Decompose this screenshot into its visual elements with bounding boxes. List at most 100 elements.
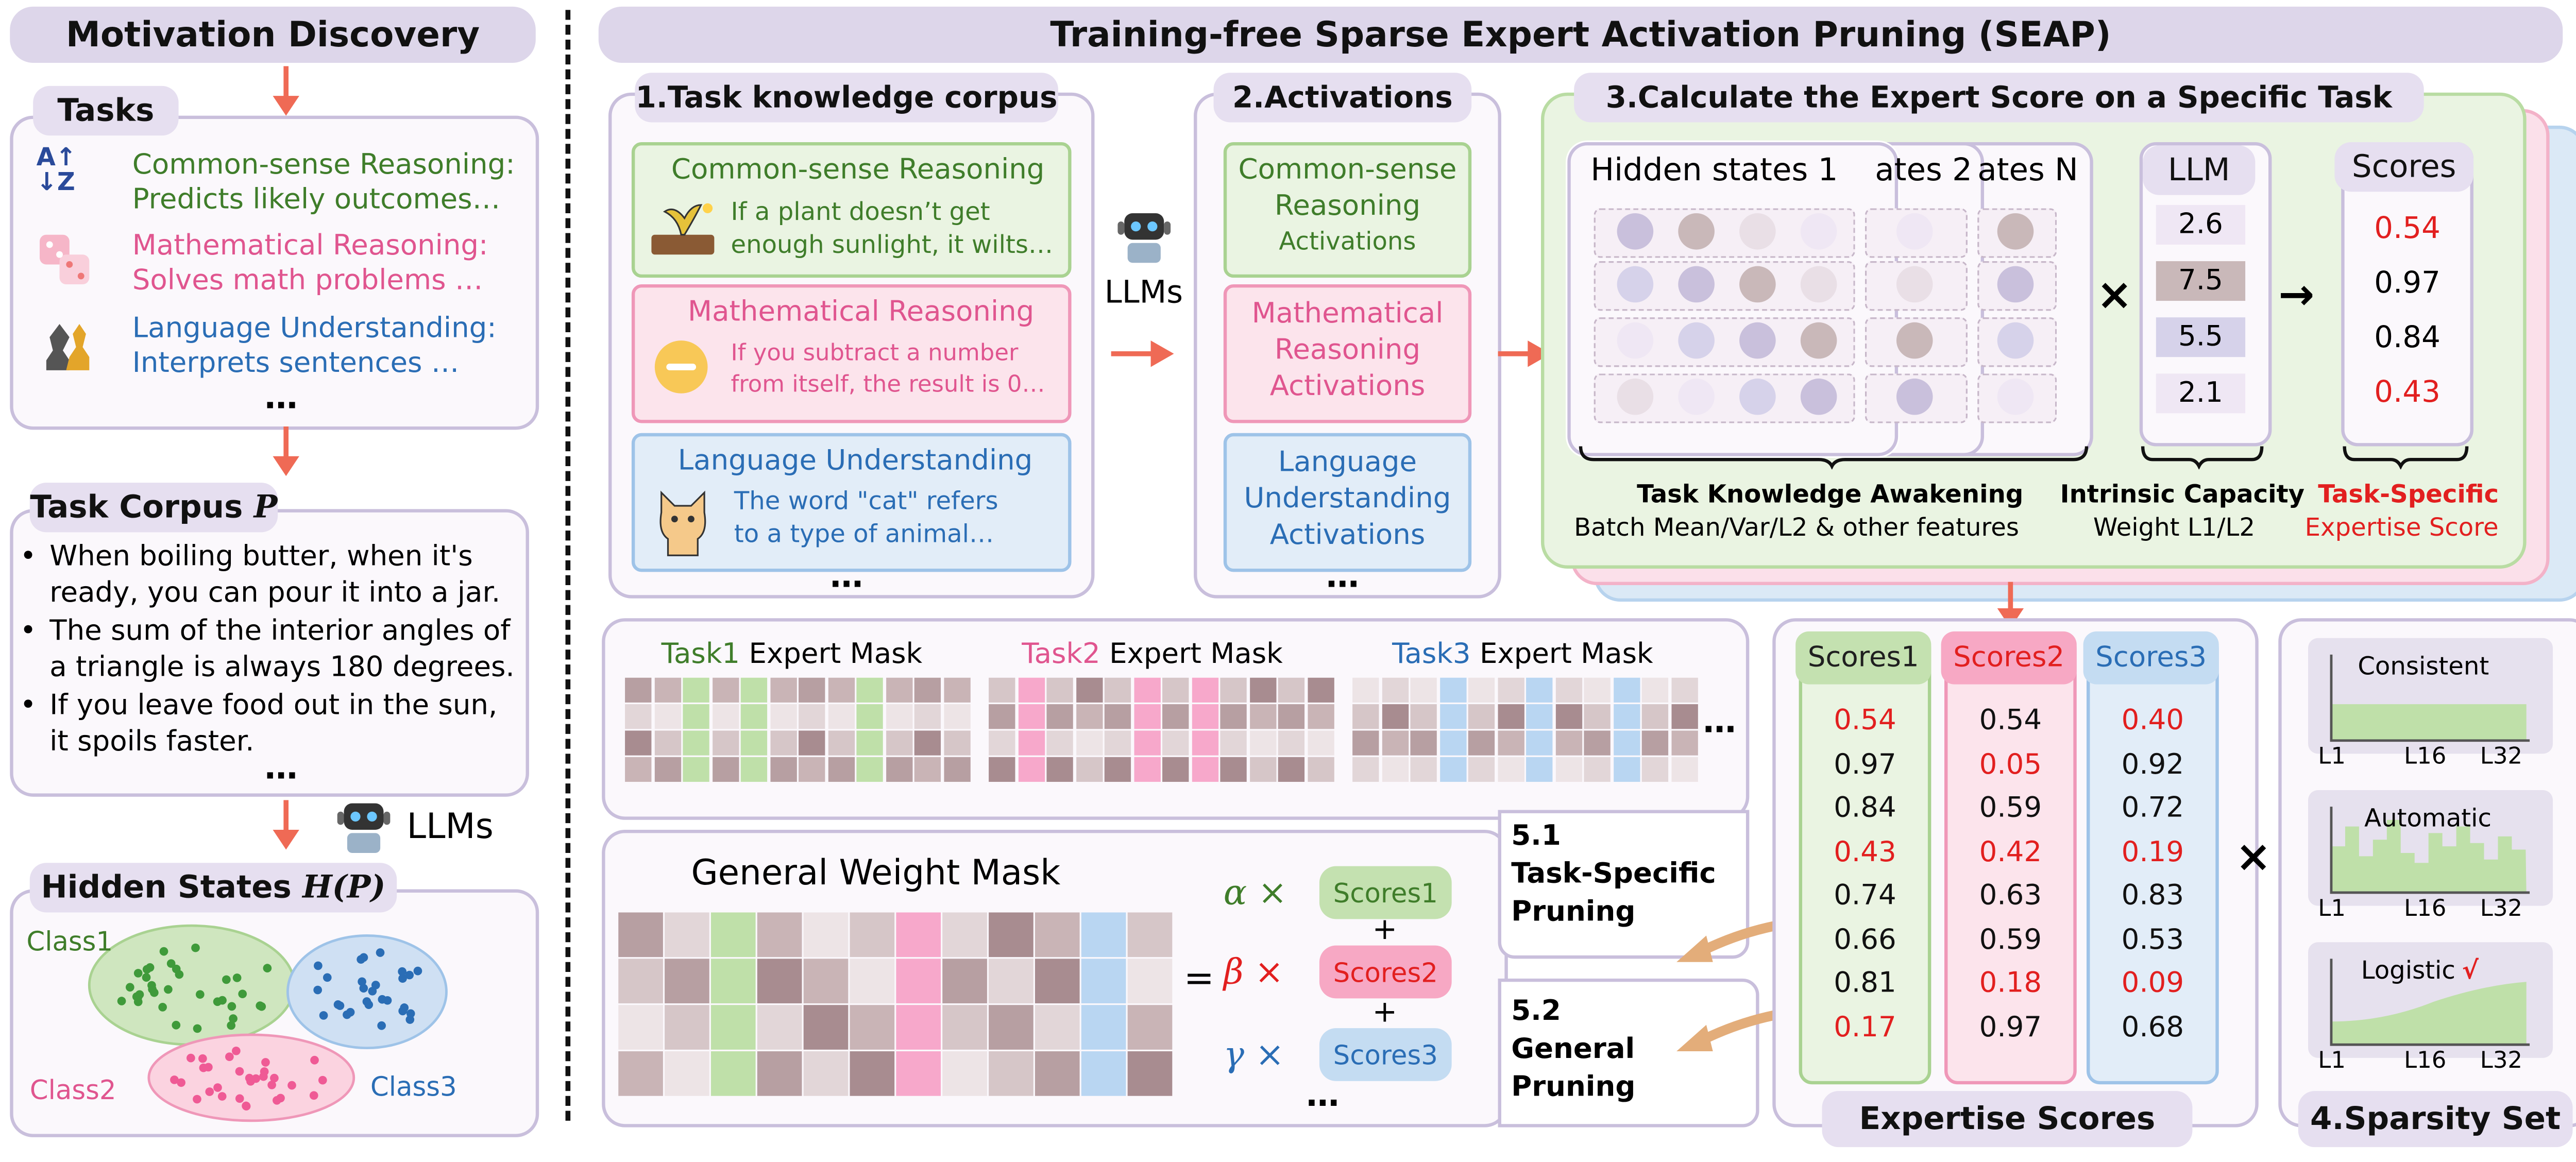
expertise-score-value: 0.83 <box>2121 879 2184 913</box>
cluster-dot <box>227 1002 236 1011</box>
general-mask-cell <box>989 912 1033 956</box>
mask-cell <box>1641 704 1669 728</box>
mask-cell <box>769 677 796 702</box>
cluster-dot <box>359 984 368 993</box>
step51-line2: Pruning <box>1511 896 1636 929</box>
scores2-pill: Scores2 <box>1319 945 1452 999</box>
general-mask-cell <box>896 1005 940 1049</box>
sparsity-tick-label: L1 <box>2318 896 2346 922</box>
mask-cell <box>943 704 970 728</box>
sparsity-tick-label: L1 <box>2318 744 2346 771</box>
corpus-bullet-3: • <box>20 689 37 723</box>
sparsity-tick-label: L1 <box>2318 1048 2346 1074</box>
expertise-score-value: 0.97 <box>1979 1011 2042 1044</box>
general-mask-cell <box>1127 959 1172 1003</box>
mask-cell <box>1220 757 1247 781</box>
mask-cell <box>885 757 912 781</box>
mask-cell <box>1670 704 1698 728</box>
mask-cell <box>1555 730 1582 755</box>
cluster-dot <box>398 974 407 983</box>
cluster-dot <box>172 1020 181 1030</box>
general-mask-cell <box>665 1051 709 1096</box>
llm-value-3-box <box>2156 317 2246 357</box>
mask-cell <box>1497 704 1524 728</box>
gamma-coeff: γ × <box>1223 1034 1284 1074</box>
mask-cell <box>856 730 883 755</box>
expertise-column-header: Scores2 <box>1941 631 2077 685</box>
cluster-dot <box>238 989 247 999</box>
mask-cell <box>799 677 825 702</box>
mask-cell <box>1584 730 1611 755</box>
mask-cell <box>1104 757 1131 781</box>
cluster-dot <box>170 1075 179 1084</box>
expertise-column-1 <box>1799 635 1931 1085</box>
mask-cell <box>1526 757 1553 781</box>
hidden-state-dot <box>1739 213 1776 250</box>
mask-cell <box>1352 730 1379 755</box>
mask-cell <box>1162 704 1189 728</box>
mask-cell <box>1075 677 1102 702</box>
hidden-state-dot <box>1896 322 1933 359</box>
mask-cell <box>1584 704 1611 728</box>
task1-label: Task1 <box>661 638 740 671</box>
general-mask-cell <box>710 959 755 1003</box>
step52-box <box>1498 978 1759 1127</box>
mask-cell <box>1641 730 1669 755</box>
sparsity-chart-label: Logistic√ <box>2361 955 2479 985</box>
mask-cell <box>1133 757 1160 781</box>
cluster-dot <box>235 1067 244 1076</box>
mask-cell <box>1307 677 1334 702</box>
llms-label-mid: LLMs <box>1104 274 1183 311</box>
cluster-dot <box>117 997 126 1005</box>
mask-cell <box>1410 677 1437 702</box>
general-mask-cell <box>1081 959 1125 1003</box>
knowledge-title: Task Knowledge Awakening <box>1637 479 2024 509</box>
mask-cell <box>1381 704 1408 728</box>
cluster-dot <box>259 1072 268 1081</box>
hidden-state-dot <box>1617 378 1654 415</box>
arrow-down-1 <box>273 66 299 116</box>
general-mask-cell <box>665 959 709 1003</box>
mask-cell <box>1046 704 1073 728</box>
sparsity-axis <box>2330 959 2530 1046</box>
cluster-dot <box>142 973 151 982</box>
hidden-label-2: ates 2 <box>1875 152 1972 189</box>
sparsity-tick-label: L16 <box>2404 896 2447 922</box>
scores-label: Scores <box>2334 142 2473 192</box>
task1-mask-title: Task1 Expert Mask <box>662 638 923 671</box>
general-ellipsis: … <box>1306 1074 1340 1115</box>
cluster-dot <box>273 1096 281 1105</box>
general-mask-cell <box>850 959 894 1003</box>
cluster-dot <box>398 1006 407 1016</box>
mask-cell <box>1191 757 1218 781</box>
hidden-state-dot <box>1800 378 1837 415</box>
cluster-dot <box>245 1073 254 1083</box>
mask-cell <box>1075 730 1102 755</box>
mask-cell <box>827 677 854 702</box>
left-title: Motivation Discovery <box>10 6 536 63</box>
cluster-dot <box>270 1073 279 1083</box>
corpus-card-1-line-1: If a plant doesn’t get <box>731 196 990 227</box>
cluster-dot <box>172 964 181 973</box>
general-mask-cell <box>942 959 987 1003</box>
panel1-ellipsis: … <box>830 555 863 595</box>
mask-cell <box>1133 704 1160 728</box>
mask-cell <box>1249 704 1276 728</box>
mask-cell <box>654 730 681 755</box>
mask-cell <box>1249 730 1276 755</box>
mask-cell <box>856 677 883 702</box>
expertise-score-value: 0.40 <box>2121 704 2184 738</box>
step51-box <box>1498 810 1750 959</box>
cluster-dot <box>261 1058 270 1067</box>
mask-cell <box>1352 704 1379 728</box>
class2-label: Class2 <box>29 1074 116 1106</box>
task2-suffix: Expert Mask <box>1100 638 1283 671</box>
sparsity-tick-label: L16 <box>2404 744 2447 771</box>
expertise-score-value: 0.42 <box>1979 835 2042 869</box>
task3-mask-title: Task3 Expert Mask <box>1392 638 1653 671</box>
corpus-line-1: When boiling butter, when it's <box>49 540 473 574</box>
panel1-title: 1.Task knowledge corpus <box>635 73 1058 123</box>
panel2-ellipsis: … <box>1326 555 1359 595</box>
expertise-score-value: 0.97 <box>1834 748 1896 781</box>
corpus-card-2-line-2: from itself, the result is 0… <box>731 372 1045 399</box>
